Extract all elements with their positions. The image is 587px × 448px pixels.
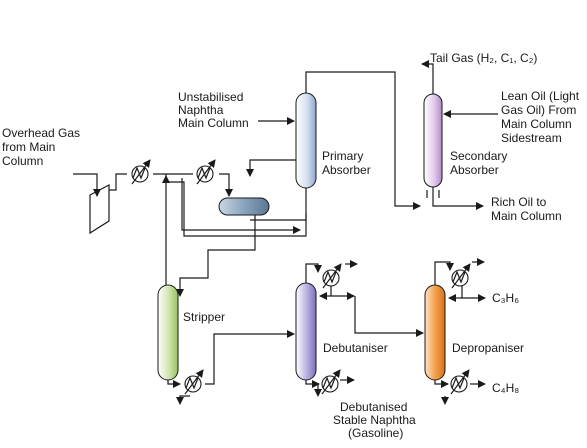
tail-gas-label: Tail Gas (H₂, C₁, C₂) <box>430 51 537 65</box>
heat-exchanger-icon <box>451 263 471 289</box>
primary-absorber-vessel <box>295 92 317 189</box>
heat-exchanger-icon <box>131 159 151 185</box>
heat-exchanger-icon <box>450 369 470 395</box>
lean-oil-label: Lean Oil (Light Gas Oil) From Main Colum… <box>501 89 582 145</box>
depropaniser-lines <box>434 258 486 405</box>
absorber-overhead-line <box>305 71 421 210</box>
tail-gas-line <box>421 60 434 94</box>
flash-drum <box>218 197 270 216</box>
debutanised-naphtha-label: Debutanised Stable Naphtha (Gasoline) <box>333 400 419 440</box>
depropaniser-label: Depropaniser <box>452 341 524 355</box>
debutaniser-label: Debutaniser <box>323 341 388 355</box>
stripper-bottoms-line <box>167 330 295 405</box>
overhead-gas-line <box>73 173 233 197</box>
rich-oil-label: Rich Oil to Main Column <box>491 195 562 223</box>
absorber-bottoms-loop <box>162 159 307 297</box>
secondary-absorber-vessel <box>423 93 443 188</box>
rich-oil-line <box>426 187 484 210</box>
debut-to-deprop-line <box>354 296 424 337</box>
depropaniser-vessel <box>424 284 446 381</box>
heat-exchanger-icon <box>322 263 342 289</box>
debutaniser-lines <box>305 260 358 397</box>
overhead-gas-label: Overhead Gas from Main Column <box>2 126 83 168</box>
stripper-vessel <box>157 284 179 381</box>
secondary-absorber-label: Secondary Absorber <box>450 149 511 177</box>
heat-exchanger-icon <box>321 369 341 395</box>
heat-exchanger-icon <box>184 369 204 395</box>
compressor-icon <box>89 184 110 235</box>
heat-exchanger-icon <box>196 159 216 185</box>
c4h8-label: C₄H₈ <box>492 381 519 395</box>
debutaniser-vessel <box>295 282 317 381</box>
stripper-label: Stripper <box>183 310 225 324</box>
primary-absorber-label: Primary Absorber <box>322 149 371 177</box>
unstabilised-naphtha-label: Unstabilised Naphtha Main Column <box>178 90 249 130</box>
c3h6-label: C₃H₆ <box>492 291 519 305</box>
